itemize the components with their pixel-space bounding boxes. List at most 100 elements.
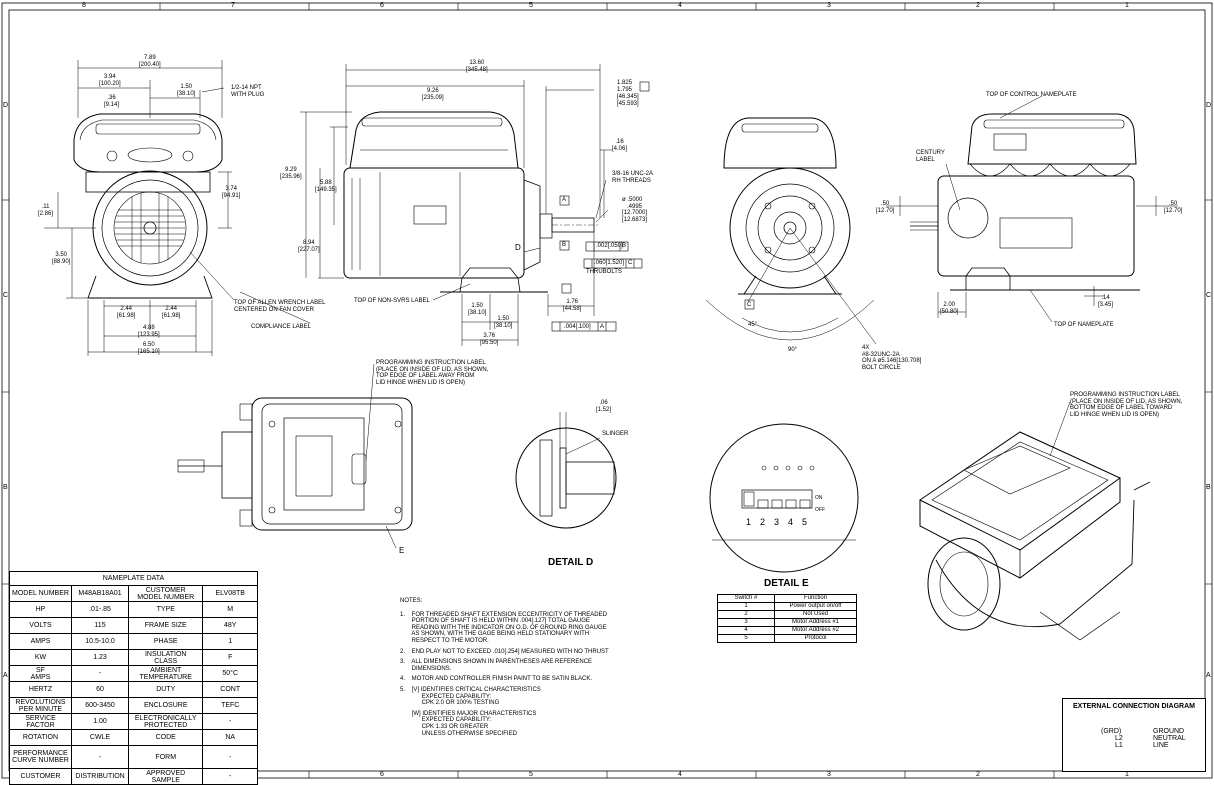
zone-left-b: B: [3, 484, 8, 491]
callout-d: D: [515, 243, 521, 252]
label-compliance: COMPLIANCE LABEL: [251, 324, 312, 330]
table-cell: -: [202, 713, 258, 730]
rear-view-dimensions: [886, 95, 1178, 323]
zone-bottom-3: 3: [827, 771, 831, 778]
dim-foot-left: 2.44 [61.98]: [117, 306, 136, 319]
side-view-motor: [343, 111, 600, 293]
table-cell: TEFC: [202, 697, 258, 714]
table-cell: DISTRIBUTION: [70, 768, 130, 785]
dim-rear-a: .50 [12.70]: [876, 201, 895, 214]
nameplate-title: NAMEPLATE DATA: [9, 571, 258, 586]
dim-foot-b: 1.50 [38.10]: [494, 316, 513, 329]
top-view-motor: [177, 363, 413, 549]
zone-left-c: C: [3, 292, 9, 299]
dim-left-gap: .11 [2.86]: [38, 204, 54, 217]
table-cell: NA: [202, 729, 258, 746]
zone-bottom-4: 4: [678, 771, 682, 778]
zone-top-2: 2: [976, 2, 980, 9]
table-cell: 600-3450: [70, 697, 130, 714]
table-cell: CODE: [128, 729, 204, 746]
table-cell: ELECTRONICALLY PROTECTED: [128, 713, 204, 730]
dim-offset-c: 1.50 [38.10]: [177, 84, 196, 97]
dim-angle-90: 90°: [788, 347, 798, 353]
iso-view-motor: [919, 401, 1151, 641]
table-cell: ELV08TB: [202, 585, 258, 602]
label-thread: 3/8-16 UNC-2A RH THREADS: [612, 171, 654, 184]
end-view-motor: [723, 117, 851, 295]
gdt-perp: .060[1.520]: [594, 260, 625, 266]
switch-off-label: OFF: [815, 507, 825, 513]
dim-offset-b: .36 [9.14]: [104, 95, 120, 108]
zone-left-d: D: [3, 102, 9, 109]
table-cell: VOLTS: [9, 617, 72, 634]
datum-b: B: [562, 242, 567, 248]
table-cell: 2: [717, 610, 775, 619]
dim-shaft-dia-mm: [12.7000] [12.6873]: [622, 210, 648, 223]
zone-bottom-5: 5: [529, 771, 533, 778]
label-allen-wrench: TOP OF ALLEN WRENCH LABEL CENTERED ON FA…: [234, 300, 326, 313]
note-item: [W] IDENTIFIES MAJOR CHARACTERISTICS EXP…: [411, 710, 537, 737]
dim-height-mid: 5.88 [149.35]: [315, 180, 337, 193]
dim-thread-depth: .16 [4.06]: [612, 139, 628, 152]
connection-ground: GROUND: [1153, 728, 1185, 735]
dim-shaft-dia: ø .5000 .4995: [622, 197, 643, 210]
connection-title: EXTERNAL CONNECTION DIAGRAM: [1073, 703, 1195, 710]
table-cell: AMPS: [9, 633, 72, 650]
table-cell: M: [202, 601, 258, 618]
table-cell: Protocol: [774, 634, 857, 643]
table-cell: CONT: [202, 681, 258, 698]
connection-l1: L1: [1115, 742, 1123, 749]
dim-overall-width: 7.89 [200.40]: [139, 55, 161, 68]
dim-height-b: 3.74 [94.91]: [222, 186, 241, 199]
dim-overall-height: 9.29 [235.96]: [280, 167, 302, 180]
table-cell: 10.5-10.0: [70, 633, 130, 650]
note-item: 2. END PLAY NOT TO EXCEED .010[.254] MEA…: [400, 648, 609, 655]
table-cell: .01-.85: [70, 601, 130, 618]
zone-top-5: 5: [529, 2, 533, 9]
label-slinger: SLINGER: [602, 431, 629, 437]
table-cell: 1: [717, 602, 775, 611]
table-cell: TYPE: [128, 601, 204, 618]
dim-shaft-pos: 1.76 [44.58]: [563, 299, 582, 312]
label-thrubolts: THRUBOLTS: [586, 269, 622, 275]
detail-d-view: [515, 412, 617, 529]
label-top-nameplate: TOP OF NAMEPLATE: [1054, 322, 1114, 328]
table-cell: 5: [717, 634, 775, 643]
dim-rear-b: .50 [12.70]: [1164, 201, 1183, 214]
note-item: 5. [V] IDENTIFIES CRITICAL CHARACTERISTI…: [400, 686, 541, 707]
connection-neutral: NEUTRAL: [1153, 735, 1186, 742]
dim-rear-c: 2.00 [50.80]: [940, 302, 959, 315]
table-cell: FRAME SIZE: [128, 617, 204, 634]
zone-right-d: D: [1206, 102, 1212, 109]
table-cell: Motor Address #1: [774, 618, 857, 627]
zone-right-a: A: [1206, 672, 1211, 679]
detail-e-view: [709, 423, 859, 573]
gdt-perp-ref: C: [628, 260, 633, 266]
note-item: 1. FOR THREADED SHAFT EXTENSION ECCENTRI…: [400, 611, 607, 644]
drawing-notes: NOTES: 1. FOR THREADED SHAFT EXTENSION E…: [400, 598, 640, 741]
table-cell: KW: [9, 649, 72, 666]
switch-number-2: 2: [760, 517, 766, 527]
table-cell: HERTZ: [9, 681, 72, 698]
table-cell: 115: [70, 617, 130, 634]
connection-line: LINE: [1153, 742, 1169, 749]
dim-shaft-ext: 1.825 1.795: [617, 80, 633, 93]
table-cell: PHASE: [128, 633, 204, 650]
table-cell: CWLE: [70, 729, 130, 746]
table-cell: SF AMPS: [9, 665, 72, 682]
switch-number-1: 1: [746, 517, 752, 527]
table-cell: Power output on/off: [774, 602, 857, 611]
gdt-runout: .002[.050]: [596, 243, 623, 249]
table-cell: FORM: [128, 745, 204, 769]
